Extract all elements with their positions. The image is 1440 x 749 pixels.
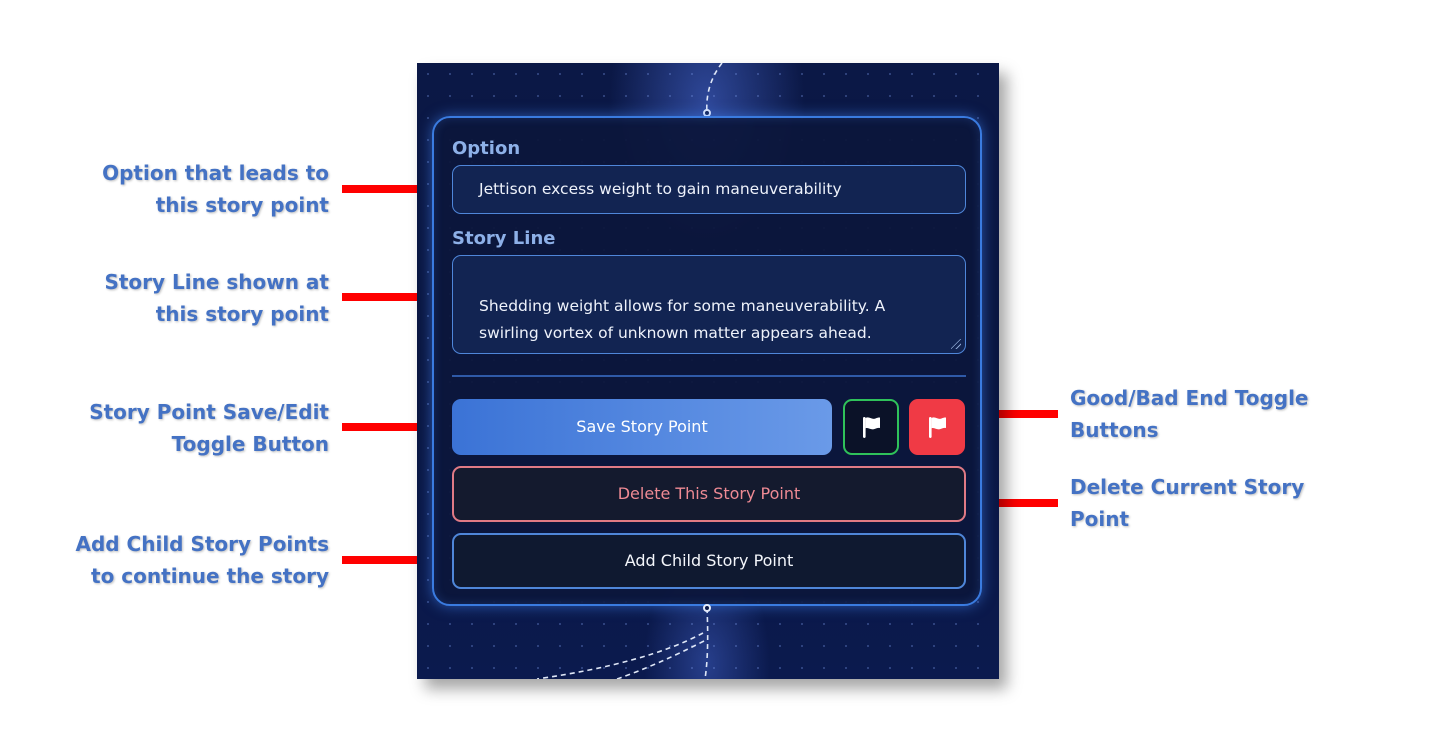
annotation-option: Option that leads to this story point	[102, 161, 329, 217]
story-point-editor-card: Option Jettison excess weight to gain ma…	[432, 116, 982, 606]
story-line-textarea[interactable]: Shedding weight allows for some maneuver…	[452, 255, 966, 354]
option-input[interactable]: Jettison excess weight to gain maneuvera…	[452, 165, 966, 214]
flag-icon	[863, 417, 880, 438]
app-screenshot: Option Jettison excess weight to gain ma…	[417, 63, 999, 679]
annotation-add-child: Add Child Story Points to continue the s…	[75, 532, 329, 588]
option-label: Option	[452, 138, 521, 159]
flag-icon	[929, 417, 946, 438]
story-graph-connectors	[536, 63, 723, 679]
resize-grip-icon[interactable]	[951, 339, 961, 349]
story-line-label: Story Line	[452, 228, 556, 249]
annotation-end-toggle: Good/Bad End Toggle Buttons	[1070, 386, 1309, 442]
save-story-point-button[interactable]: Save Story Point	[452, 399, 832, 455]
story-line-text: Shedding weight allows for some maneuver…	[479, 297, 886, 342]
connector-node-bottom	[703, 604, 711, 612]
delete-story-point-button[interactable]: Delete This Story Point	[452, 466, 966, 522]
divider	[452, 375, 966, 377]
bad-end-toggle-button[interactable]	[909, 399, 965, 455]
annotation-story-line: Story Line shown at this story point	[104, 270, 329, 326]
annotation-delete: Delete Current Story Point	[1070, 475, 1305, 531]
good-end-toggle-button[interactable]	[843, 399, 899, 455]
add-child-story-point-button[interactable]: Add Child Story Point	[452, 533, 966, 589]
annotation-save-toggle: Story Point Save/Edit Toggle Button	[89, 400, 329, 456]
